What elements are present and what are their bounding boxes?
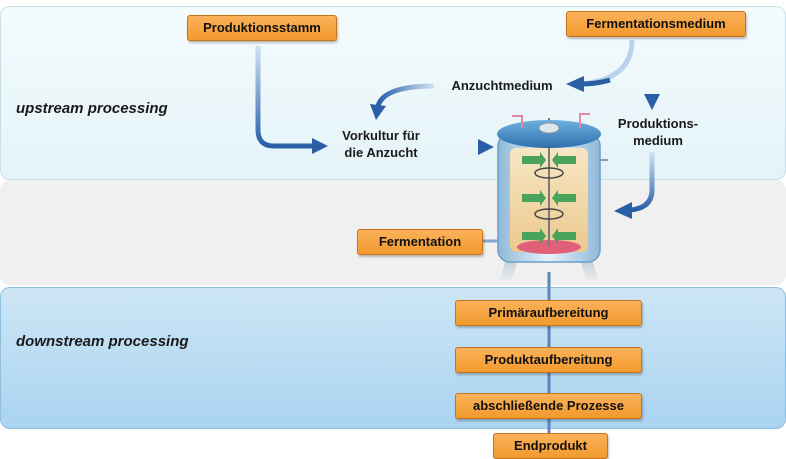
label-vorkultur: Vorkultur für die Anzucht xyxy=(325,127,437,161)
downstream-label: downstream processing xyxy=(16,333,189,350)
box-produktionsstamm: Produktionsstamm xyxy=(187,15,337,41)
arrow-produktionsmedium-to-fermenter xyxy=(614,152,655,219)
label-vorkultur-line1: Vorkultur für xyxy=(342,128,420,143)
arrow-vorkultur-to-fermenter xyxy=(436,139,494,155)
label-produktionsmedium-line2: medium xyxy=(633,133,683,148)
fermenter-vessel-icon xyxy=(497,113,608,280)
box-fermentationsmedium: Fermentationsmedium xyxy=(566,11,746,37)
box-primaeraufbereitung: Primäraufbereitung xyxy=(455,300,642,326)
arrow-produktionsstamm-to-vorkultur xyxy=(255,46,328,154)
arrow-fermentationsmedium-to-anzuchtmedium xyxy=(566,39,635,92)
box-fermentation: Fermentation xyxy=(357,229,483,255)
downstream-band xyxy=(0,287,786,429)
label-produktionsmedium-line1: Produktions- xyxy=(617,116,699,131)
box-endprodukt: Endprodukt xyxy=(493,433,608,459)
arrow-anzuchtmedium-to-vorkultur xyxy=(370,83,435,120)
upstream-label: upstream processing xyxy=(16,100,168,117)
box-abschliessende-prozesse: abschließende Prozesse xyxy=(455,393,642,419)
arrow-fermentationsmedium-to-produktionsmedium xyxy=(644,40,660,110)
label-produktionsmedium: Produktions- medium xyxy=(602,115,714,149)
label-anzuchtmedium: Anzuchtmedium xyxy=(451,78,553,93)
label-vorkultur-line2: die Anzucht xyxy=(344,145,418,160)
box-produktaufbereitung: Produktaufbereitung xyxy=(455,347,642,373)
